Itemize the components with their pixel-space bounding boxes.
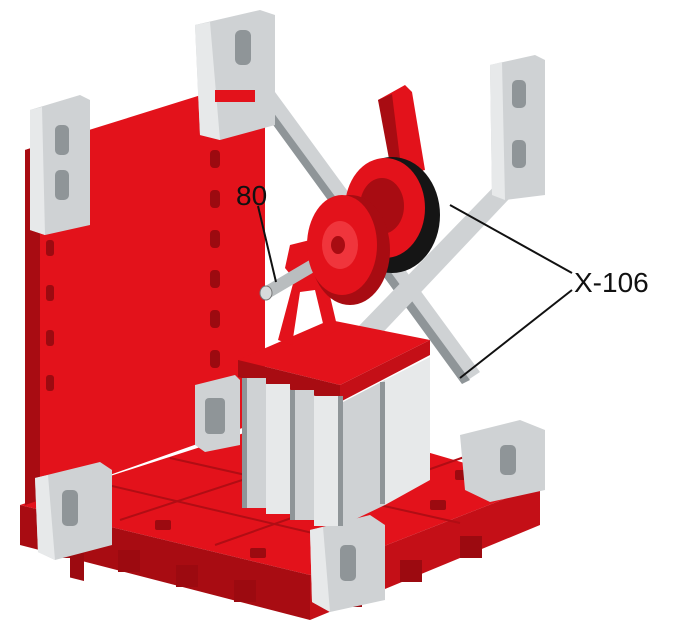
leader-strut-upper xyxy=(449,204,573,274)
bracket-bottom-right xyxy=(460,420,545,502)
bracket-bottom-front xyxy=(310,515,385,612)
callout-lines xyxy=(257,204,573,379)
crank-handle xyxy=(378,85,425,175)
axle-label: 80 xyxy=(236,180,267,211)
bracket-bottom-left xyxy=(35,462,112,560)
bracket-top-left xyxy=(30,95,90,235)
bracket-top-center xyxy=(195,10,275,140)
leader-axle xyxy=(257,205,277,283)
bracket-left-middle xyxy=(195,375,240,452)
front-pulley-wheel xyxy=(307,195,390,305)
strut-label: X-106 xyxy=(574,267,649,298)
bracket-top-right xyxy=(490,55,545,200)
gray-block-stack xyxy=(238,320,430,526)
leader-strut-lower xyxy=(459,289,573,379)
